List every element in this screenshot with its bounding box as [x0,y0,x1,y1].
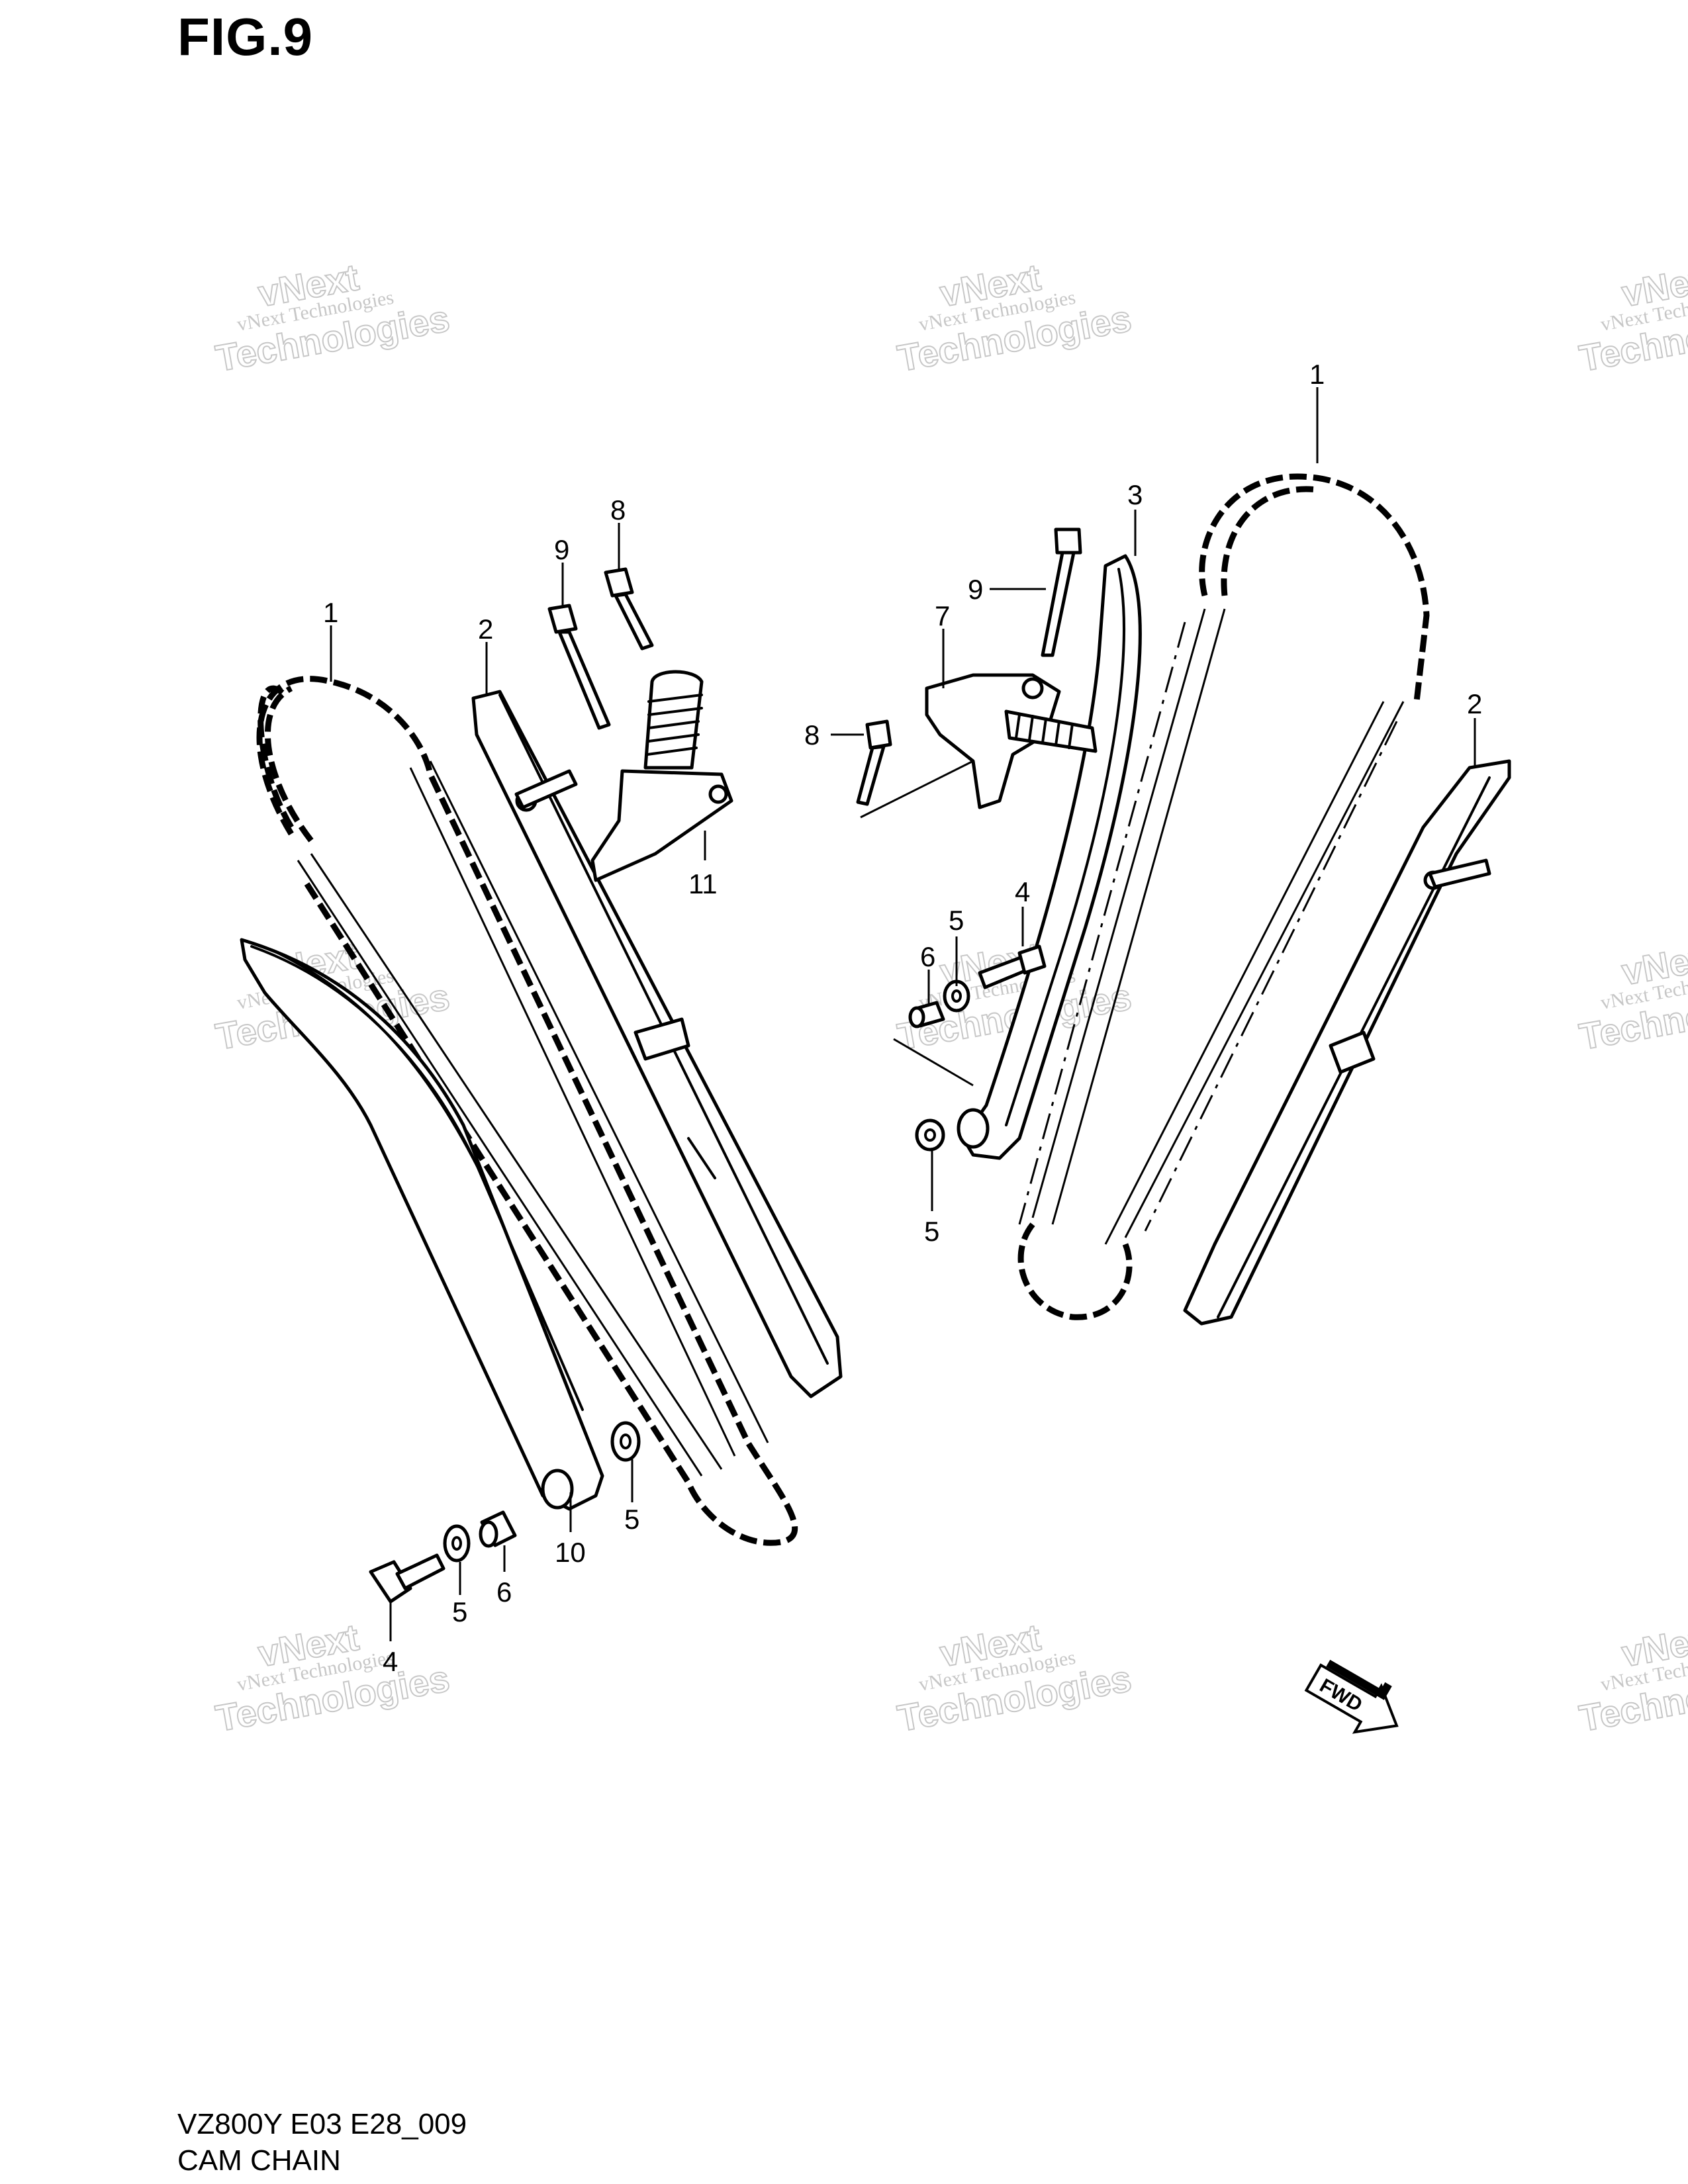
callout-5-right-lower: 5 [924,1216,939,1247]
fwd-arrow-icon: FWD [1304,1659,1399,1734]
callout-2-left: 2 [478,614,493,645]
callout-1-left: 1 [323,597,338,628]
diagram-code: VZ800Y E03 E28_009 [177,2108,467,2140]
right-bolt-9 [1041,527,1082,657]
callout-5-left-lower: 5 [452,1596,467,1627]
right-tensioner-adjuster [925,673,1098,809]
callout-1-right: 1 [1309,359,1325,390]
callout-4-right: 4 [1015,876,1030,907]
left-bolt-4 [369,1553,445,1604]
callout-2-right: 2 [1467,688,1482,719]
callout-3: 3 [1127,479,1143,510]
left-bolt-9 [547,604,611,730]
right-assembly-leader [893,1038,974,1087]
left-collar-6 [479,1510,517,1548]
callout-5-left-upper: 5 [624,1504,639,1535]
right-washer-5b [915,1118,945,1152]
left-tensioner-adjuster [590,670,733,882]
right-bolt-4 [978,944,1047,989]
left-cam-chain [256,676,798,1546]
left-washer-5b [443,1524,471,1563]
diagram-caption: CAM CHAIN [177,2144,341,2177]
left-tensioner-arm [240,938,604,1511]
callout-5-right-upper: 5 [949,905,964,936]
left-chain-guide [471,690,843,1398]
figure-title: FIG.9 [177,7,314,66]
callout-8-left: 8 [610,494,626,525]
callout-9-left: 9 [554,534,569,565]
callout-6-left: 6 [496,1576,512,1608]
callout-7: 7 [935,600,950,631]
left-washer-5a [610,1421,641,1462]
left-bolt-8 [604,567,654,651]
right-washer-5a [943,979,970,1013]
right-tensioner-arm [957,554,1142,1160]
callout-11: 11 [688,868,718,899]
callout-10: 10 [555,1537,586,1568]
callout-6-right: 6 [920,941,935,972]
right-bolt-8 [856,719,974,819]
callout-4-left: 4 [383,1646,398,1677]
right-chain-guide [1183,759,1511,1326]
callout-8-right: 8 [804,719,820,751]
callout-9-right: 9 [968,574,983,605]
leader-lines [330,387,1476,1641]
right-cam-chain [1017,473,1430,1320]
